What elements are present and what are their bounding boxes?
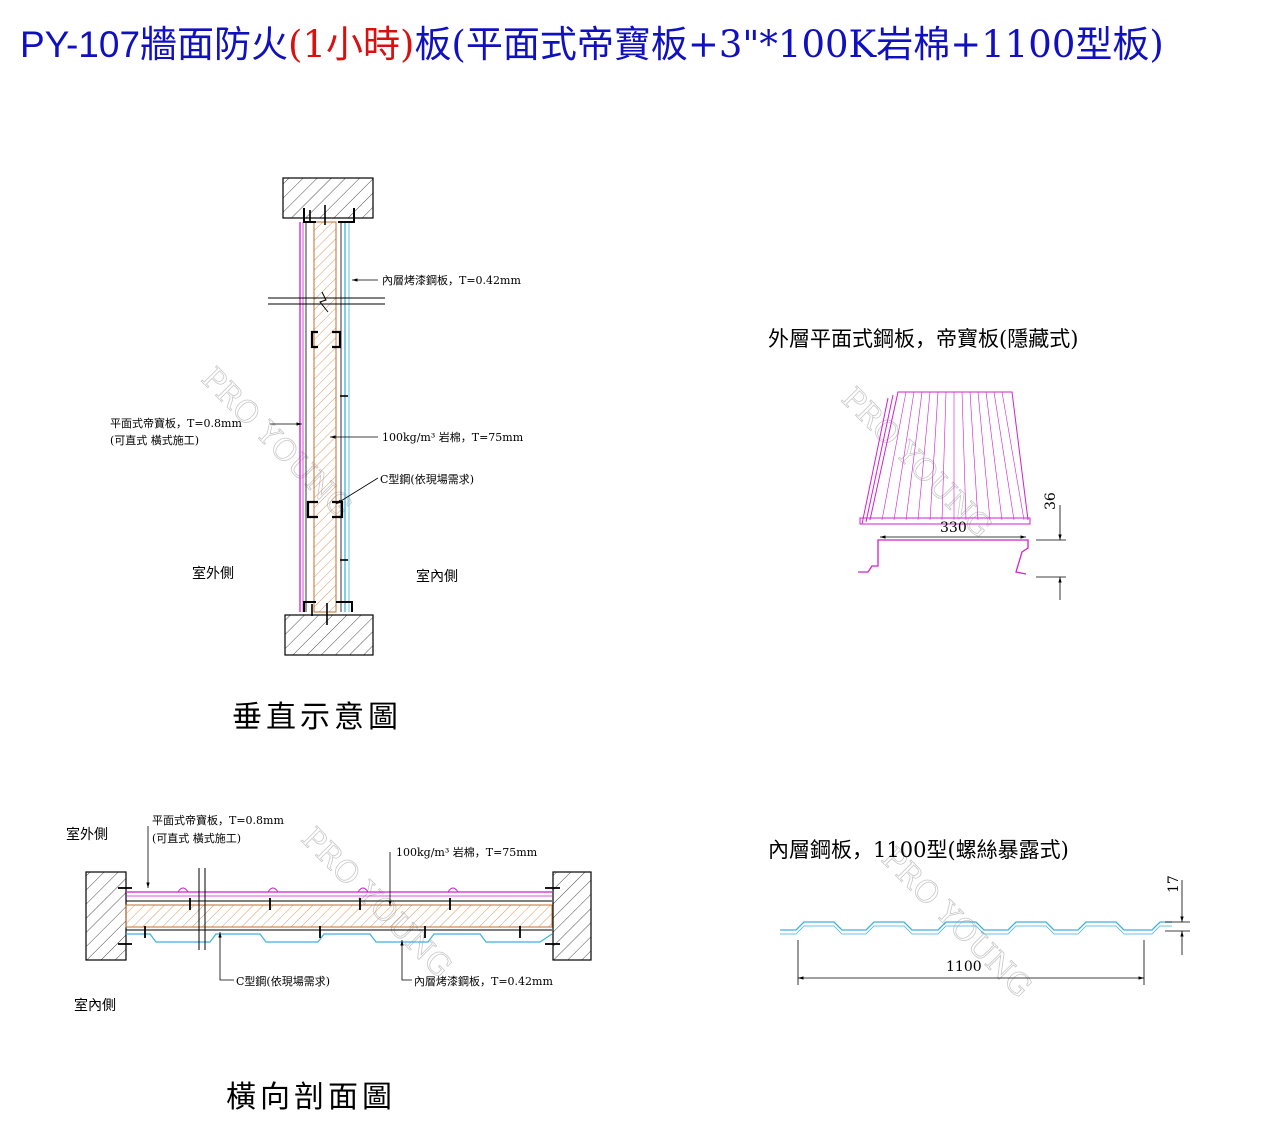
h-inside-label: 室內側 xyxy=(74,998,116,1014)
v-inner-sheet-label: 內層烤漆鋼板，T=0.42mm xyxy=(382,274,521,287)
h-outer-panel-note: (可直式 橫式施工) xyxy=(152,832,242,845)
vertical-c-purlin-1 xyxy=(310,330,318,349)
v-inside-label: 室內側 xyxy=(416,569,458,585)
watermark-text-4: PRO YOUNG xyxy=(874,841,1038,1005)
v-purlin-label: C型鋼(依現場需求) xyxy=(380,473,474,486)
outer-panel-width-dim: 330 xyxy=(940,520,967,536)
h-insulation-label: 100kg/m³ 岩棉，T=75mm xyxy=(396,846,538,859)
inner-panel-height-dim: 17 xyxy=(1166,875,1182,893)
right-concrete-wall xyxy=(552,871,592,961)
outer-panel-detail-drawing xyxy=(858,391,1031,575)
outer-panel-dimensions xyxy=(880,505,1066,600)
inner-panel-detail-drawing xyxy=(780,921,1172,935)
vertical-caption: 垂直示意圖 xyxy=(232,700,402,735)
h-outer-panel-label: 平面式帝寶板，T=0.8mm xyxy=(152,814,284,827)
outer-panel-sheet xyxy=(869,391,1029,521)
title-rating: (1小時) xyxy=(288,23,415,66)
vertical-insulation xyxy=(313,221,337,613)
horizontal-inner-sheet xyxy=(126,933,553,943)
horizontal-section-drawing xyxy=(85,826,592,981)
horizontal-caption: 橫向剖面圖 xyxy=(226,1080,396,1115)
watermark-text-2: PRO YOUNG xyxy=(834,381,998,545)
top-concrete-slab xyxy=(282,177,374,219)
h-outside-label: 室外側 xyxy=(66,827,108,843)
v-insulation-label: 100kg/m³ 岩棉，T=75mm xyxy=(382,431,524,444)
inner-panel-width-dim: 1100 xyxy=(946,959,982,975)
h-inner-sheet-label: 內層烤漆鋼板，T=0.42mm xyxy=(414,975,553,988)
title-part3: 板(平面式帝寶板+3"*100K岩棉+1100型板) xyxy=(414,23,1164,66)
page-title: PY-107牆面防火(1小時)板(平面式帝寶板+3"*100K岩棉+1100型板… xyxy=(20,14,1164,68)
h-purlin-label: C型鋼(依現場需求) xyxy=(236,975,330,988)
inner-panel-heading: 內層鋼板，1100型(螺絲暴露式) xyxy=(768,838,1069,862)
inner-panel-dimensions xyxy=(797,880,1190,985)
outer-panel-heading: 外層平面式鋼板，帝寶板(隱藏式) xyxy=(768,327,1079,351)
outer-panel-profile xyxy=(858,539,1029,575)
inner-panel-profile xyxy=(780,921,1172,931)
horizontal-insulation xyxy=(125,904,553,928)
title-code: PY-107 xyxy=(20,24,141,65)
bottom-concrete-slab xyxy=(284,614,374,656)
v-outer-panel-label: 平面式帝寶板，T=0.8mm xyxy=(110,417,242,430)
vertical-section-drawing xyxy=(268,177,385,656)
outer-panel-height-dim: 36 xyxy=(1043,492,1059,510)
title-part1: 牆面防火 xyxy=(140,23,289,66)
left-concrete-wall xyxy=(85,871,127,961)
v-outside-label: 室外側 xyxy=(192,566,234,582)
v-outer-panel-note: (可直式 橫式施工) xyxy=(110,434,200,447)
vertical-c-purlin-2 xyxy=(306,500,318,519)
